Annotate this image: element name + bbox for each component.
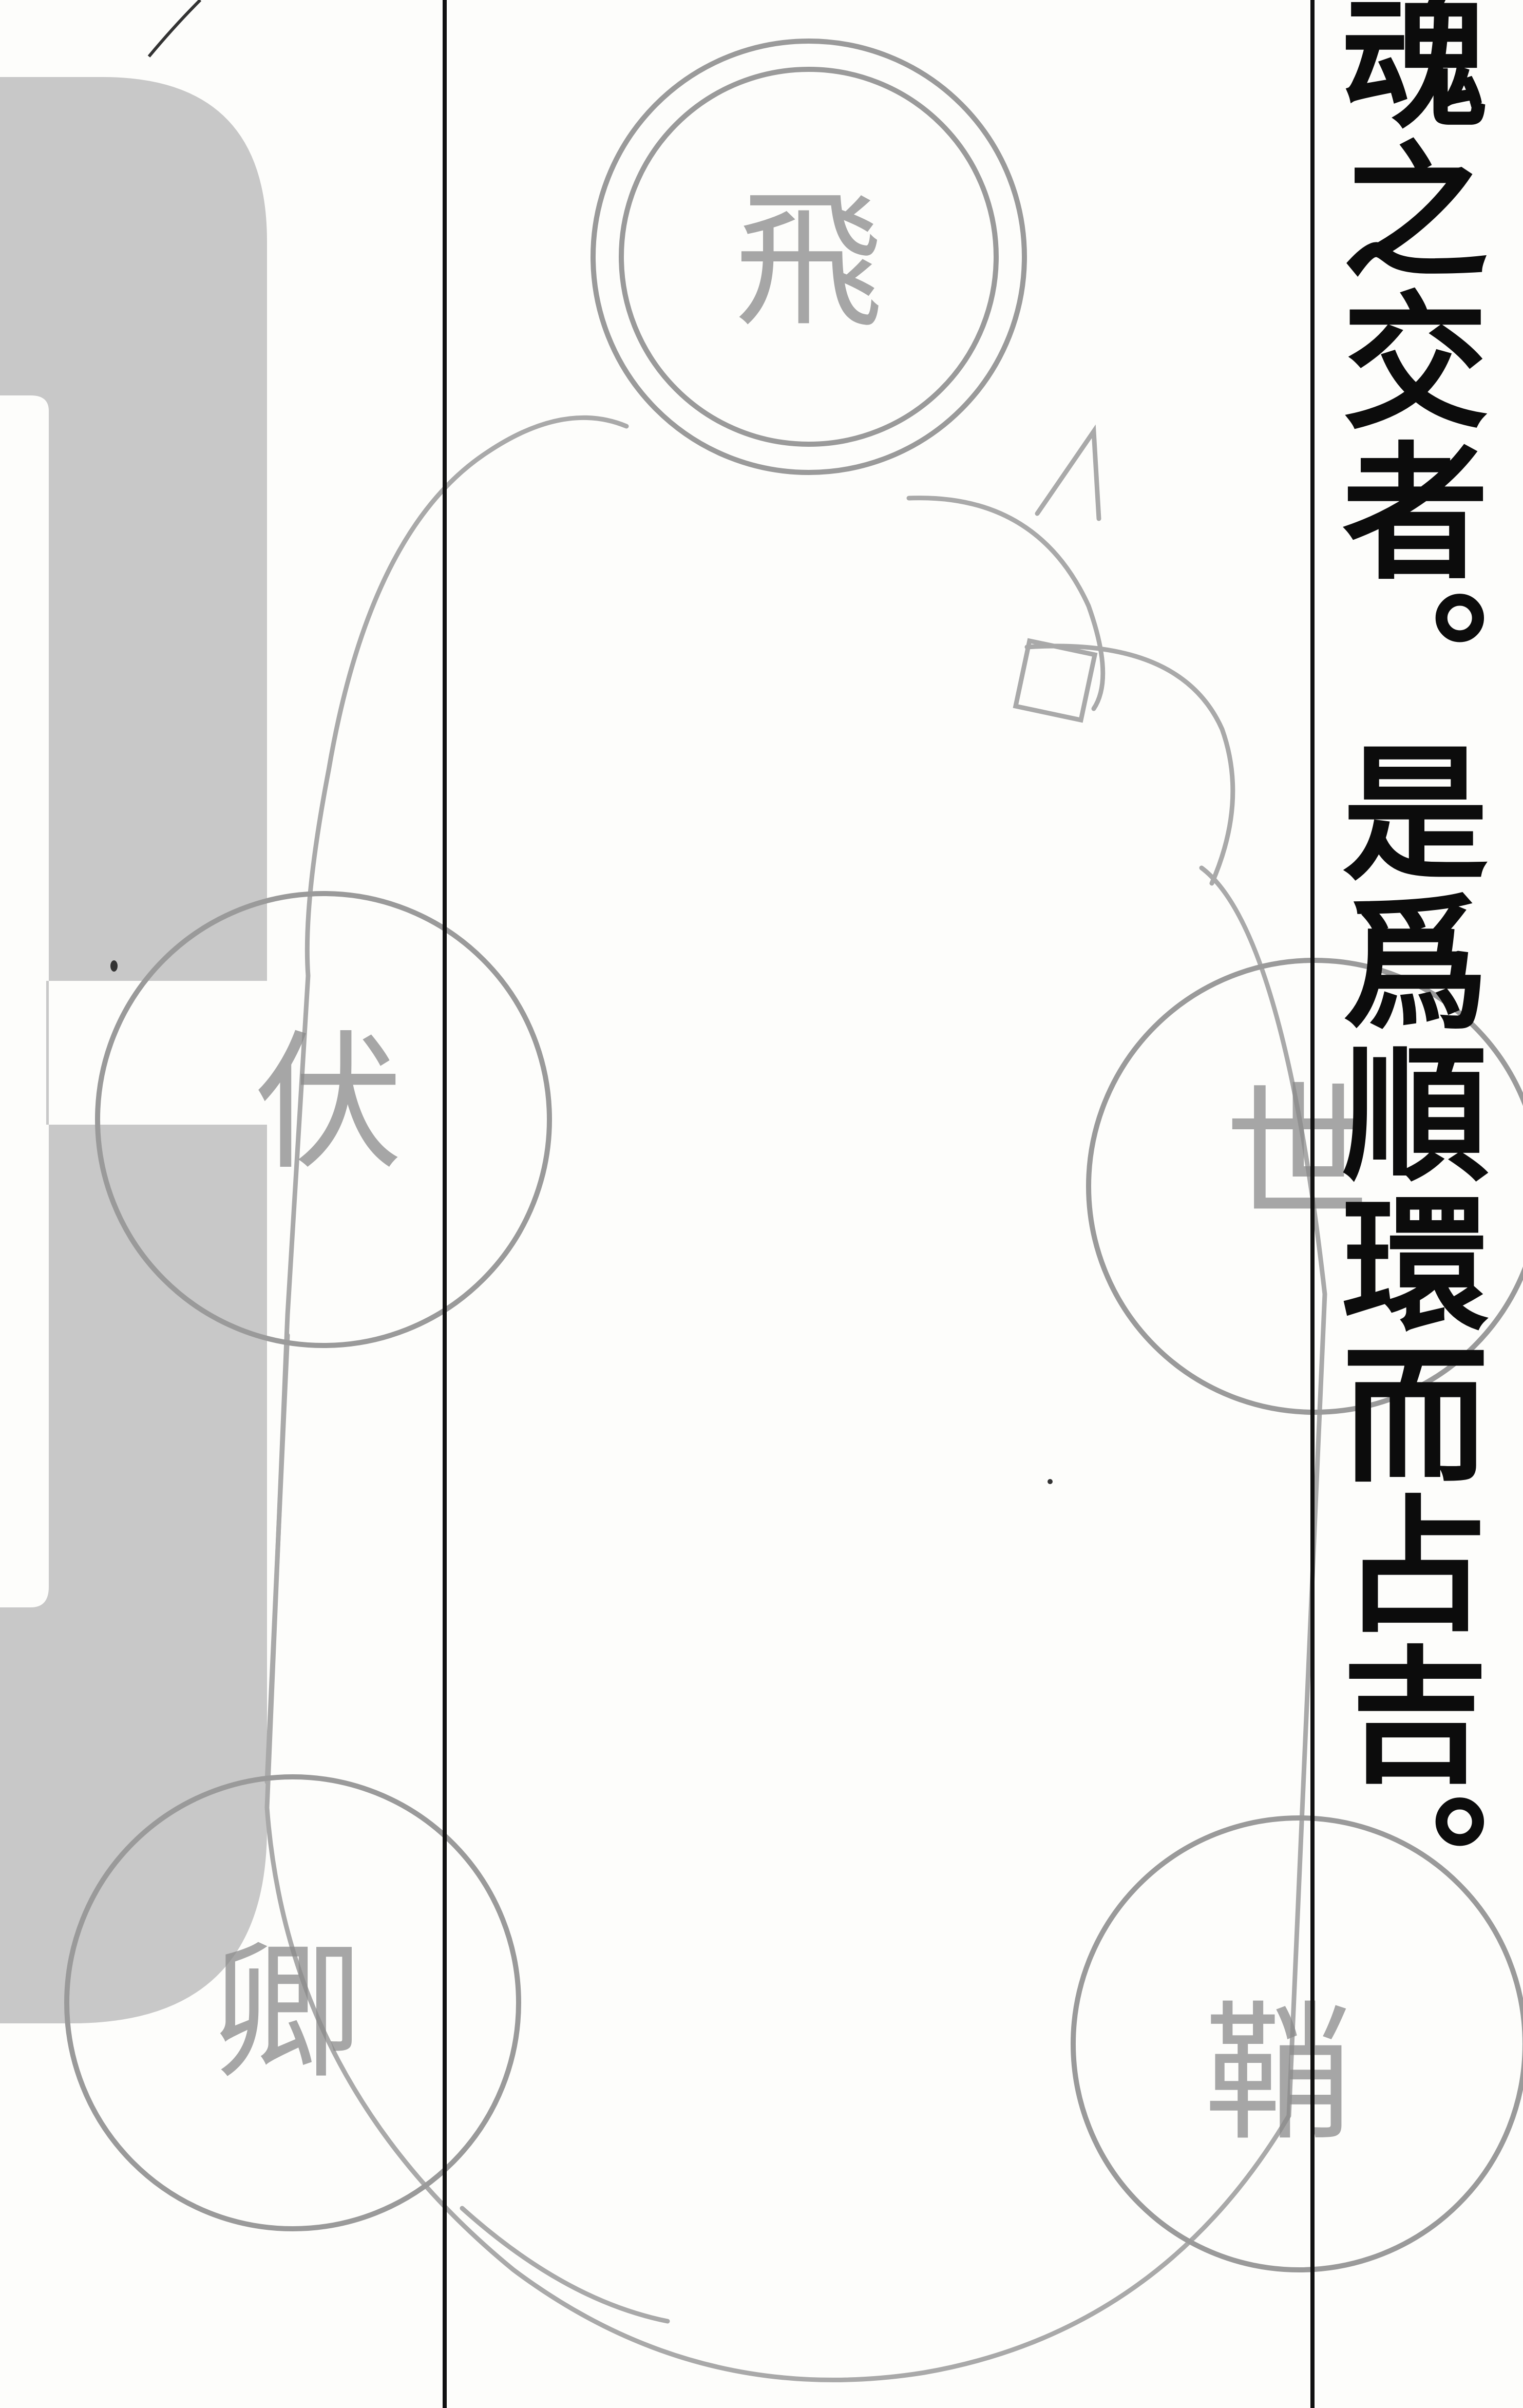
column-rule-middle [1310, 0, 1315, 2408]
vertical-text-column: 魂之交者。是爲順環而占吉。 [1317, 0, 1489, 1941]
node-left-upper-ring [95, 891, 552, 1348]
node-label-right-lower: 鞘 [1204, 1988, 1353, 2161]
node-label-left-lower: 卿 [213, 1926, 362, 2099]
node-top-outer-ring [591, 39, 1027, 475]
node-label-left-upper: 伏 [254, 1017, 403, 1190]
small-diamond [1013, 638, 1098, 723]
arrow-head [1035, 424, 1101, 521]
node-left-lower-ring [64, 1774, 521, 2231]
node-label-right-upper: 世 [1225, 1069, 1374, 1242]
ink-speck [110, 960, 118, 972]
stray-stroke [147, 0, 202, 58]
connector-bottom [460, 2206, 670, 2324]
node-right-lower-ring [1071, 1815, 1523, 2272]
leaf-loop [906, 496, 1106, 711]
node-label-top: 飛 [734, 175, 883, 348]
node-top-inner-ring [619, 67, 999, 447]
leaf-loop-2 [1024, 643, 1235, 886]
connector-left [264, 1333, 290, 1785]
column-rule-left [443, 0, 447, 2408]
node-right-upper-ring [1086, 958, 1523, 1415]
gourd-outline [264, 415, 1327, 2382]
ink-speck-2 [1048, 1479, 1053, 1484]
